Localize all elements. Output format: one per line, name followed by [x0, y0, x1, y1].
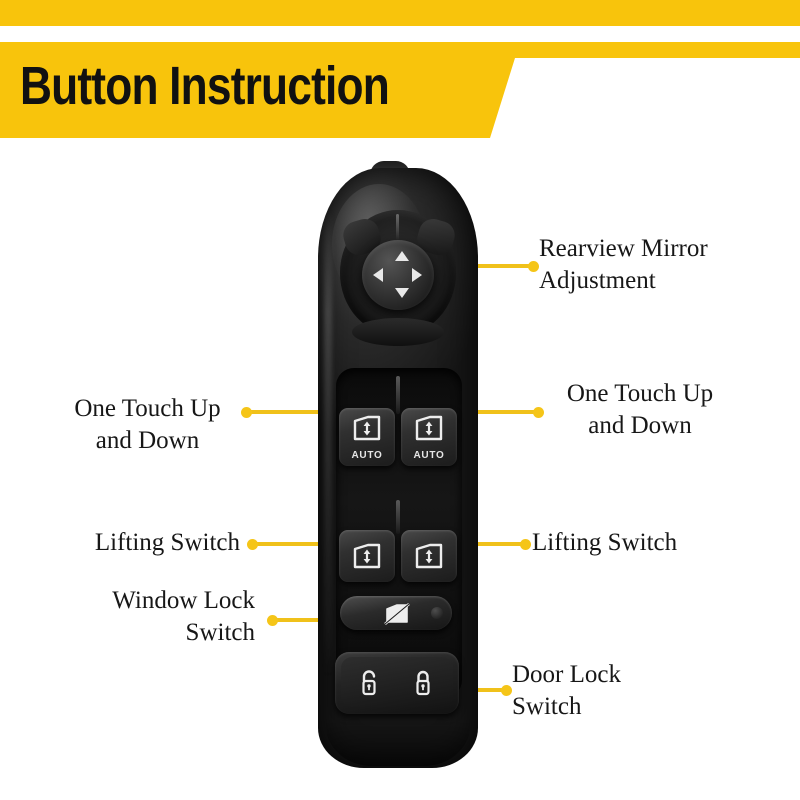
callout-window-lock-switch: Window Lock Switch: [112, 587, 255, 646]
window-switch-panel: AUTO AUTO: [318, 161, 478, 768]
header-top-bar: [0, 0, 800, 26]
callout-one-touch-up-and-down-left: One Touch Up and Down: [74, 395, 221, 454]
rocker-stem-front: [396, 376, 400, 414]
window-lock-switch[interactable]: [340, 596, 452, 630]
leader-endpoint-lifting-right: [520, 539, 531, 550]
arrow-down-icon[interactable]: [395, 288, 409, 298]
window-switch-rear-left[interactable]: [339, 530, 395, 582]
leader-line-one-touch-left: [246, 410, 350, 414]
window-switch-front-right[interactable]: AUTO: [401, 408, 457, 466]
lock-icon[interactable]: [413, 668, 433, 703]
leader-dot-window-lock: [267, 615, 278, 626]
rocker-stem-rear: [396, 500, 400, 534]
window-up-down-icon: [414, 543, 444, 574]
arrow-left-icon[interactable]: [373, 268, 383, 282]
door-lock-inner-face: [341, 657, 453, 707]
unlock-icon[interactable]: [359, 668, 379, 703]
leader-line-window-lock: [272, 618, 359, 622]
arrow-up-icon[interactable]: [395, 251, 409, 261]
window-switch-front-left[interactable]: AUTO: [339, 408, 395, 466]
leader-endpoint-one-touch-right: [533, 407, 544, 418]
arrow-right-icon[interactable]: [412, 268, 422, 282]
mirror-select-divider: [396, 214, 399, 240]
window-switch-rear-right[interactable]: [401, 530, 457, 582]
callout-rearview-mirror-adjustment: Rearview Mirror Adjustment: [539, 235, 708, 294]
leader-endpoint-rearview-mirror: [528, 261, 539, 272]
leader-endpoint-door-lock: [501, 685, 512, 696]
leader-dot-one-touch-left: [241, 407, 252, 418]
door-lock-switch[interactable]: [335, 652, 459, 714]
window-lock-icon: [384, 603, 410, 630]
mirror-adjust-joystick[interactable]: [362, 240, 434, 310]
callout-one-touch-up-and-down-right: One Touch Up and Down: [566, 380, 714, 439]
callout-lifting-switch-right: Lifting Switch: [532, 529, 678, 556]
callout-door-lock-switch: Door Lock Switch: [512, 661, 621, 720]
leader-line-lifting-left: [252, 542, 351, 546]
window-up-down-icon: [352, 543, 382, 574]
callout-lifting-switch-left: Lifting Switch: [94, 529, 240, 556]
auto-label-front-right: AUTO: [413, 450, 445, 461]
leader-line-lifting-right: [432, 542, 525, 546]
window-up-down-icon: [414, 415, 444, 446]
leader-dot-lifting-left: [247, 539, 258, 550]
auto-label-front-left: AUTO: [351, 450, 383, 461]
window-lock-indicator-led: [431, 607, 443, 619]
mirror-well-lower-lip: [352, 318, 444, 346]
window-up-down-icon: [352, 415, 382, 446]
page-title: Button Instruction: [20, 56, 390, 116]
header-title-block: [0, 42, 520, 138]
leader-line-one-touch-right: [435, 410, 538, 414]
